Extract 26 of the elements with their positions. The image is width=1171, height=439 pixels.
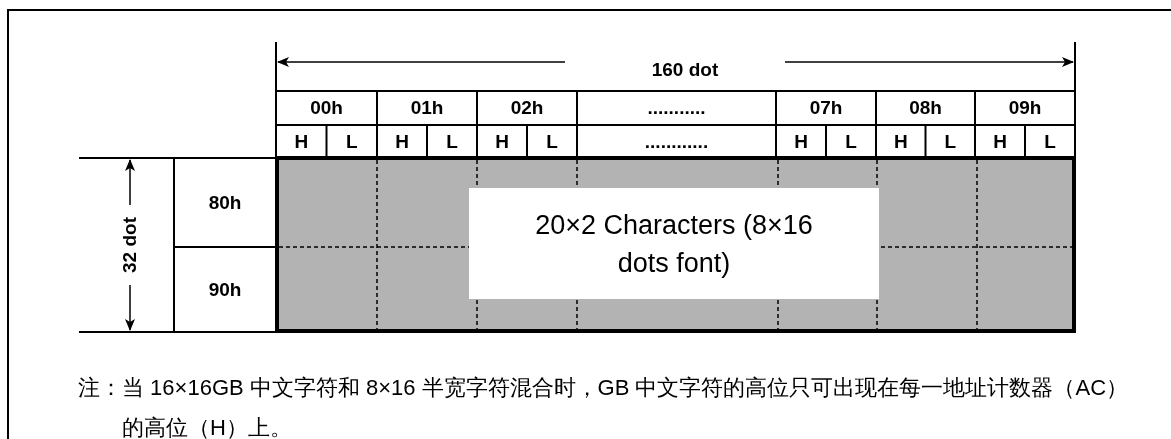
- column-header: ............: [644, 130, 709, 153]
- byte-label: H: [395, 130, 409, 153]
- byte-label: L: [446, 130, 458, 153]
- column-header: 07h: [809, 97, 843, 119]
- byte-label: L: [1044, 130, 1056, 153]
- display-text-box: 20×2 Characters (8×16 dots font): [469, 188, 879, 299]
- column-header: 02h: [510, 97, 544, 119]
- byte-label: L: [845, 130, 857, 153]
- dimension-label: 32 dot: [119, 217, 141, 273]
- note-text: 注：当 16×16GB 中文字符和 8×16 半宽字符混合时，GB 中文字符的高位只可出现在每一地址计数器（AC）的高位（H）上。: [78, 374, 1130, 439]
- row-address: 80h: [208, 191, 242, 214]
- dimension-label: 160 dot: [651, 59, 719, 81]
- byte-label: L: [944, 130, 957, 153]
- column-header: 01h: [410, 97, 444, 119]
- row-address: 90h: [208, 278, 242, 301]
- byte-label: L: [546, 130, 558, 153]
- byte-label: H: [495, 130, 509, 153]
- column-header: 09h: [1008, 97, 1042, 119]
- byte-label: L: [345, 130, 358, 153]
- byte-label: H: [294, 130, 309, 153]
- column-header: 08h: [909, 97, 942, 119]
- byte-label: H: [993, 130, 1007, 153]
- byte-label: H: [794, 130, 808, 153]
- byte-label: H: [893, 130, 908, 153]
- column-header: ...........: [647, 97, 706, 119]
- column-header: 00h: [310, 97, 343, 119]
